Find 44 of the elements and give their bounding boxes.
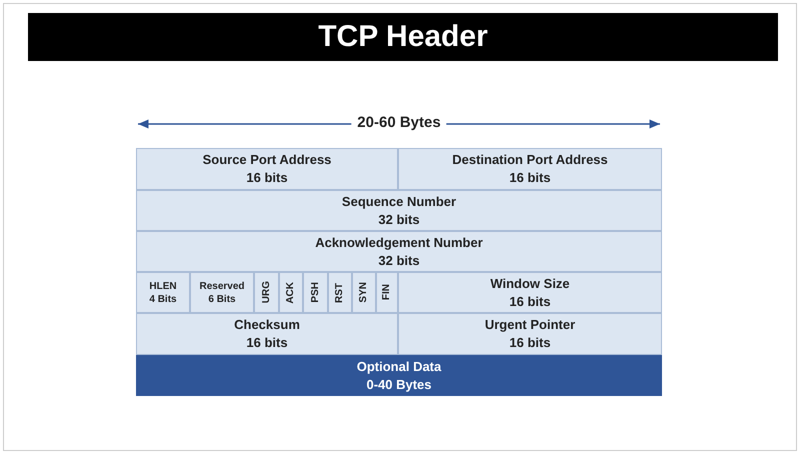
field-size: 0-40 Bytes [366, 376, 432, 394]
flag-label: SYN [357, 282, 370, 303]
field-size: 16 bits [509, 169, 551, 187]
header-field [136, 231, 662, 272]
flag-label: ACK [284, 282, 297, 304]
header-field [398, 148, 662, 190]
field-size: 4 Bits [149, 292, 177, 306]
field-size: 16 bits [246, 169, 288, 187]
field-name: Sequence Number [342, 192, 456, 210]
field-name: Optional Data [356, 358, 442, 376]
header-field [328, 272, 352, 313]
header-field [279, 272, 303, 313]
field-size: 32 bits [378, 252, 420, 270]
field-size: 6 Bits [208, 292, 236, 306]
header-field [303, 272, 328, 313]
title-text: TCP Header [318, 20, 488, 54]
options-field [136, 355, 662, 396]
field-name: Reserved [199, 280, 245, 292]
field-name: Urgent Pointer [484, 316, 576, 334]
header-field [398, 272, 662, 313]
flag-label: URG [260, 281, 272, 304]
field-size: 32 bits [378, 210, 420, 228]
header-field [398, 313, 662, 355]
header-field [136, 272, 190, 313]
field-name: Window Size [490, 274, 570, 292]
header-field [190, 272, 254, 313]
field-name: HLEN [149, 280, 177, 292]
header-field [352, 272, 376, 313]
header-field [136, 313, 398, 355]
header-field [136, 190, 662, 231]
header-field [136, 148, 398, 190]
field-name: Source Port Address [202, 151, 332, 169]
field-size: 16 bits [509, 292, 551, 310]
flag-label: PSH [308, 282, 322, 303]
field-size: 16 bits [509, 334, 551, 352]
field-name: Destination Port Address [452, 151, 608, 169]
field-size: 16 bits [246, 334, 288, 352]
field-name: Acknowledgement Number [315, 234, 483, 252]
header-field [254, 272, 279, 313]
field-name: Checksum [234, 316, 300, 334]
flag-label: RST [333, 282, 346, 302]
flag-label: FIN [380, 284, 393, 301]
header-field [376, 272, 398, 313]
dimension-label: 20-60 Bytes [351, 114, 447, 131]
